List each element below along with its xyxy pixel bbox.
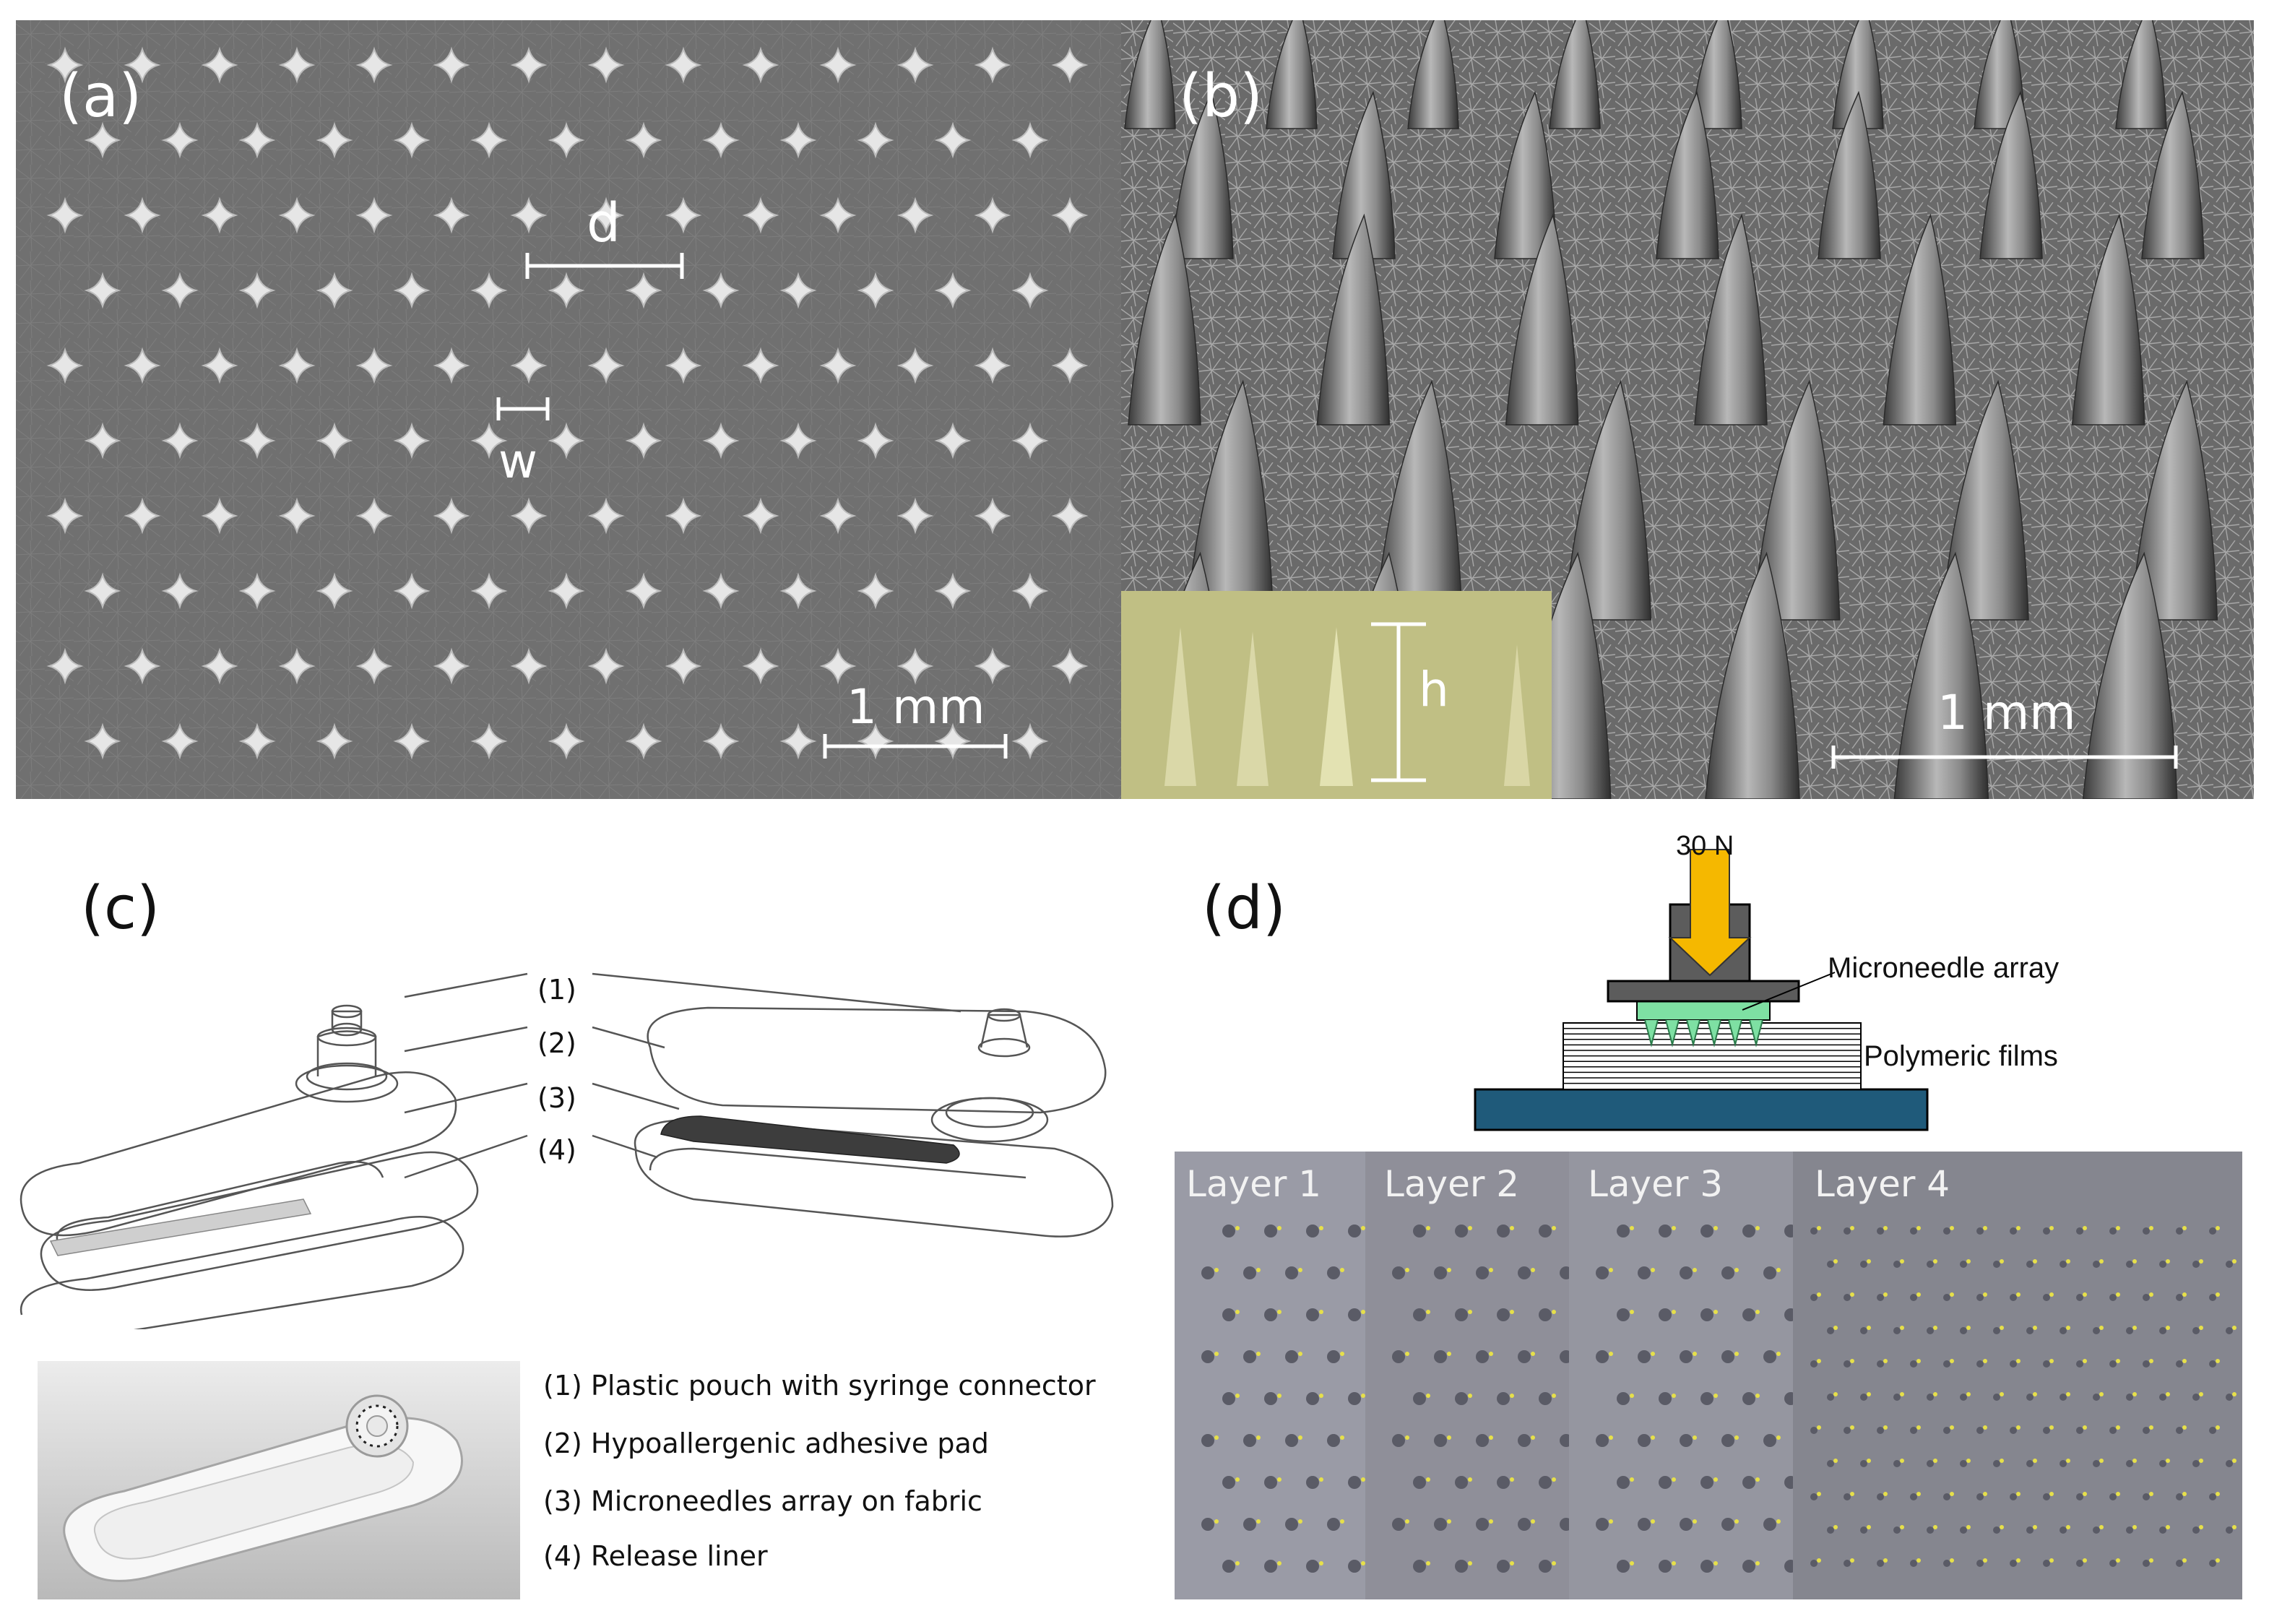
compression-test-diagram bbox=[1474, 849, 1929, 1131]
layer-4-punctures bbox=[1810, 1226, 2236, 1567]
width-label: w bbox=[498, 433, 537, 489]
height-label: h bbox=[1419, 662, 1449, 717]
panel-d-label: (d) bbox=[1202, 874, 1287, 943]
layer-4-photo: Layer 4 bbox=[1793, 1152, 2242, 1599]
microneedle-array bbox=[1636, 1001, 1771, 1048]
layer-3-photo: Layer 3 bbox=[1569, 1152, 1793, 1599]
scale-bar-label-b: 1 mm bbox=[1937, 685, 2076, 740]
callout-1: (1) bbox=[537, 974, 576, 1006]
patch-exploded-drawing bbox=[20, 972, 1114, 1329]
scale-bar-b bbox=[1831, 746, 2178, 769]
panel-b-label: (b) bbox=[1179, 62, 1263, 131]
panel-a-sem-image: (a) d w 1 mm bbox=[16, 20, 1121, 799]
layer-2-photo: Layer 2 bbox=[1365, 1152, 1569, 1599]
scale-bar-label-a: 1 mm bbox=[847, 679, 985, 735]
layer-4-label: Layer 4 bbox=[1815, 1163, 1950, 1205]
width-dimension bbox=[496, 397, 550, 420]
callout-3: (3) bbox=[537, 1082, 576, 1114]
layer-1-photo: Layer 1 bbox=[1175, 1152, 1365, 1599]
panel-c-label: (c) bbox=[81, 874, 160, 943]
callout-2: (2) bbox=[537, 1027, 576, 1059]
spacing-label: d bbox=[587, 192, 621, 254]
layer-3-label: Layer 3 bbox=[1588, 1163, 1724, 1205]
microneedle-array-label: Microneedle array bbox=[1828, 952, 2060, 984]
polymeric-films-label: Polymeric films bbox=[1864, 1040, 2058, 1072]
force-label: 30 N bbox=[1676, 831, 1734, 861]
height-inset bbox=[1121, 591, 1552, 799]
panel-a-label: (a) bbox=[59, 62, 142, 131]
legend-item-1: (1) Plastic pouch with syringe connector bbox=[543, 1370, 1096, 1401]
force-arrow bbox=[1668, 849, 1752, 977]
legend-item-4: (4) Release liner bbox=[543, 1540, 768, 1572]
legend-item-2: (2) Hypoallergenic adhesive pad bbox=[543, 1428, 989, 1459]
layer-1-punctures bbox=[1201, 1225, 1365, 1573]
base-plate bbox=[1474, 1088, 1929, 1131]
layer-2-punctures bbox=[1392, 1225, 1569, 1573]
panel-b-sem-graphic bbox=[1121, 20, 2254, 799]
polymeric-films-stack bbox=[1563, 1022, 1862, 1090]
legend-item-3: (3) Microneedles array on fabric bbox=[543, 1485, 982, 1517]
layer-3-punctures bbox=[1596, 1225, 1793, 1573]
layer-photos-strip: Layer 1 Layer 2 Layer 3 Layer 4 bbox=[1175, 1152, 2242, 1599]
layer-1-label: Layer 1 bbox=[1186, 1163, 1322, 1205]
spacing-dimension bbox=[525, 253, 684, 279]
layer-2-label: Layer 2 bbox=[1384, 1163, 1520, 1205]
panel-b-sem-image: (b) h 1 mm bbox=[1121, 20, 2254, 799]
patch-photo bbox=[38, 1361, 520, 1599]
panel-a-sem-graphic bbox=[16, 20, 1121, 799]
scale-bar-a bbox=[823, 734, 1008, 759]
callout-4: (4) bbox=[537, 1134, 576, 1166]
